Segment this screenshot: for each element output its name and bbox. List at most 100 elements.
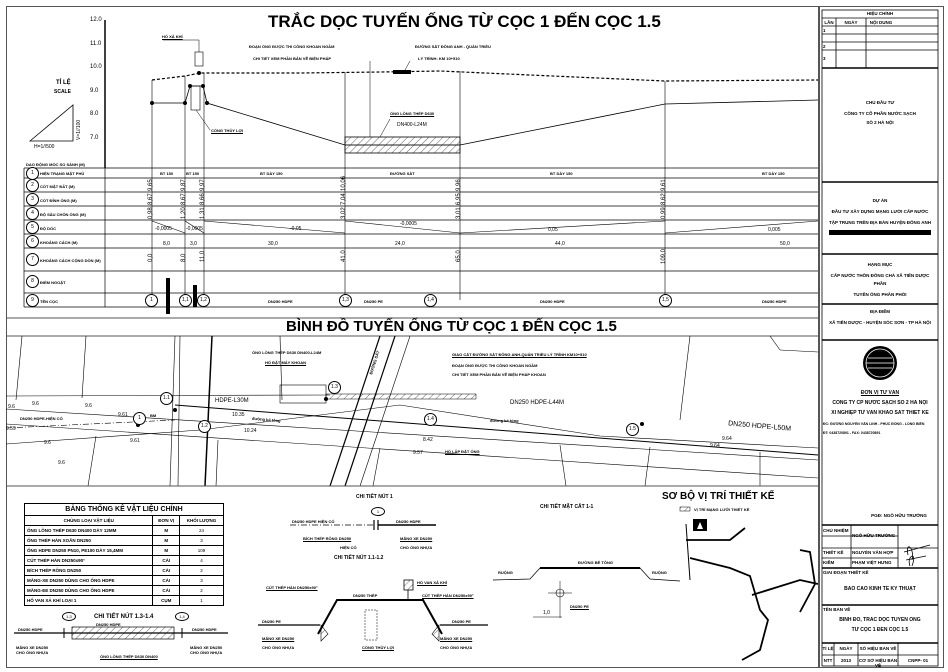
project-line1: ĐẦU TƯ XÂY DỰNG MẠNG LƯỚI CẤP NƯỚC — [831, 209, 929, 214]
spot-level: 9.6 — [8, 404, 15, 410]
spot-level: 9.6 — [44, 440, 51, 446]
project-label: DỰ ÁN — [872, 198, 888, 203]
slope-value: -0,05 — [290, 226, 302, 232]
y-tick: 11.0 — [90, 41, 102, 47]
slope-value: 0,005 — [768, 227, 781, 233]
spot-level: 9.6 — [58, 460, 65, 466]
sleeve-spec-label: DN400-L24M — [397, 122, 427, 128]
spot-level: 10.24 — [244, 428, 257, 434]
revision-col: NỘI DUNG — [869, 20, 893, 25]
item-label: HẠNG MỤC — [867, 262, 893, 267]
detail-node1-title: CHI TIẾT NÚT 1 — [356, 494, 393, 500]
detail-node13-mid: DN250 HDPE — [96, 622, 121, 627]
drawing-frame — [6, 6, 820, 668]
row-label: ĐỘ DỐC — [40, 226, 56, 231]
detail-node11-bend-left: CÚT THÉP HÀN DN250x90° — [266, 585, 318, 590]
detail-node11-bend-right: CÚT THÉP HÀN DN250x90° — [422, 593, 474, 598]
segment-label: DN250 HDPE — [268, 299, 293, 304]
consultant-addr2: ĐT: 0438720891 - FAX: 0438720891 — [823, 431, 881, 435]
consultant-line1: CÔNG TY CP NƯỚC SẠCH SỐ 2 HÀ NỘI — [832, 400, 928, 406]
distance-value: 24,0 — [395, 241, 405, 247]
stake-marker: 1,5 — [659, 294, 672, 307]
role-label: THIẾT KẾ — [823, 550, 844, 555]
item-line1: CẤP NƯỚC THÔN ĐÔNG CHÀ XÃ TIẾN DƯỢC — [830, 273, 930, 278]
air-valve-label: HỐ XẢ KHÍ — [162, 34, 183, 39]
plan-bm-label: BM — [150, 413, 157, 418]
surface-value: BT DÀY 150 — [762, 171, 785, 176]
segment-label: DN250 PE — [364, 299, 383, 304]
y-tick: 12.0 — [90, 17, 102, 23]
row-number: 7 — [26, 253, 39, 266]
segment-label: DN250 HDPE — [762, 299, 787, 304]
title-block-frame — [818, 6, 944, 668]
y-tick: 9.0 — [90, 88, 99, 94]
consultant-addr1: ĐC: ĐƯỜNG NGUYỄN VĂN LINH - PHÚC ĐỒNG - … — [823, 422, 925, 426]
footer-value: 2013 — [840, 658, 851, 663]
plan-stake: 1 — [133, 412, 146, 425]
detail-node11-joint-right: MĂNG XE DN250 — [440, 636, 473, 641]
detail-section-pipe: DN250 PE — [570, 604, 589, 609]
plan-drill-pit-label: HỐ ĐẶT MÁY KHOAN — [265, 360, 307, 365]
stage-value: BÁO CÁO KINH TẾ KỸ THUẬT — [844, 586, 916, 592]
detail-node1-joint2: CHO ỐNG NHỰA — [400, 545, 433, 550]
detail-node1-flange2: HIỆN CÓ — [340, 545, 357, 550]
detail-node13-title: CHI TIẾT NÚT 1.3-1.4 — [94, 614, 154, 620]
role-name: PHẠM VIỆT HƯNG — [852, 560, 892, 565]
surface-value: BT DÀY 150 — [550, 171, 573, 176]
culvert-label: CỐNG THỦY LỢI — [211, 128, 244, 133]
detail-node11-culvert: CỐNG THỦY LỢI — [362, 645, 395, 650]
detail-node1-left: DN250 HDPE HIỆN CÓ — [292, 519, 335, 524]
detail-section-dim: 1,0 — [543, 610, 550, 616]
detail-node11-joint-right2: CHO ỐNG NHỰA — [440, 645, 473, 650]
row-label: ĐỘ SÂU CHÔN ỐNG (M) — [40, 212, 86, 217]
railway-km-label: LÝ TRÌNH: KM 10+510 — [418, 56, 460, 61]
item-line3: TUYẾN ỐNG PHÂN PHỐI — [853, 292, 907, 297]
slope-value: -0,0005 — [400, 221, 417, 227]
role-label: KIỂM — [823, 560, 835, 565]
footer-header: NGÀY — [839, 646, 853, 651]
detail-node11-right: DN250 PE — [452, 619, 471, 624]
plan-pipe2-label: DN250 HDPE-L44M — [510, 400, 565, 406]
datum-label: DAO ĐỘNG MỐC SO SÁNH (M) — [26, 162, 85, 167]
h-scale: H=1//500 — [34, 144, 55, 150]
y-tick: 8.0 — [90, 111, 99, 117]
footer-value: CƠ SỞ HIỆU BẢN VẼ — [858, 658, 898, 668]
drawing-label: TÊN BẢN VẼ — [823, 607, 851, 612]
detail-section-field-left: RUỘNG — [498, 570, 513, 575]
spot-level: 9.64 — [722, 436, 732, 442]
detail-section-title: CHI TIẾT MẶT CẮT 1-1 — [540, 504, 594, 510]
slope-value: 0,05 — [548, 227, 558, 233]
scale-sub-label: SCALE — [54, 89, 71, 95]
spot-level: 9.6 — [85, 403, 92, 409]
plan-drill-note: ĐOẠN ỐNG ĐƯỢC THI CÔNG KHOAN NGẦM — [452, 363, 538, 368]
detail-node11-joint-left: MĂNG XE DN250 — [262, 636, 295, 641]
director-label: PGĐ: NGÔ HỮU TRƯỜNG — [871, 513, 927, 518]
owner-line2: SỐ 2 HÀ NỘI — [866, 120, 894, 125]
drawing-name-line2: TỪ CỌC 1 ĐẾN CỌC 1.5 — [851, 627, 909, 633]
profile-title: TRẮC DỌC TUYẾN ỐNG TỪ CỌC 1 ĐẾN CỌC 1.5 — [268, 12, 661, 31]
plan-stake: 1.5 — [626, 423, 639, 436]
owner-label: CHỦ ĐẦU TƯ — [865, 100, 895, 105]
footer-value: NTT — [823, 658, 833, 663]
consultant-label: ĐƠN VỊ TƯ VẤN — [860, 390, 900, 396]
surface-value: ĐƯỜNG SẮT — [390, 171, 415, 176]
detail-node13-joint-right: MĂNG XE DN250 CHO ỐNG NHỰA — [190, 645, 223, 655]
railway-label: ĐƯỜNG SẮT ĐÔNG ANH - QUÁN TRIỀU — [415, 44, 491, 49]
plan-drill-detail: CHI TIẾT XEM PHẦN BẢN VẼ BIỆN PHÁP KHOAN — [452, 372, 546, 377]
plan-title: BÌNH ĐỒ TUYẾN ỐNG TỪ CỌC 1 ĐẾN CỌC 1.5 — [286, 318, 617, 335]
spot-level: 8.42 — [423, 437, 433, 443]
drill-detail-label: CHI TIẾT XEM PHẦN BẢN VẼ BIỆN PHÁP — [253, 56, 332, 61]
spot-level: 9.59 — [6, 426, 16, 432]
stake-marker: 1,4 — [424, 294, 437, 307]
detail-node13-stake-right: 1,4 — [175, 612, 189, 621]
location-label: ĐỊA ĐIỂM — [869, 309, 891, 314]
spot-level: 9.61 — [130, 438, 140, 444]
project-line3: ĐỒNG BỘ VỚI CÁC HUYỆN LÂN CẬN — [829, 230, 931, 235]
slope-value: -0,0005 — [155, 226, 172, 232]
row-label: CỐT ĐỈNH ỐNG (M) — [40, 198, 77, 203]
project-line2: TẬP TRUNG TRÊN ĐỊA BÀN HUYỆN ĐÔNG ANH — [828, 220, 932, 225]
item-line2: PHẦN — [873, 281, 887, 286]
y-tick: 10.0 — [90, 64, 102, 70]
